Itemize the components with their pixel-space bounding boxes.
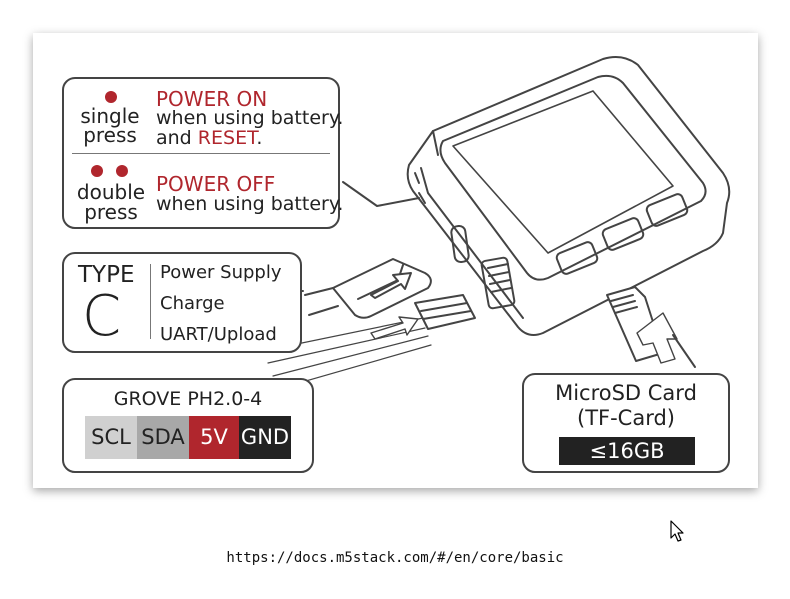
device-illustration <box>262 56 731 390</box>
single-press-label-2: press <box>83 123 137 147</box>
single-press-label-1: single <box>80 104 140 128</box>
type-c-callout: TYPE C Power Supply Charge UART/Upload <box>62 252 302 353</box>
type-c-item-uart: UART/Upload <box>160 324 277 345</box>
power-off-desc: when using battery. <box>156 193 344 215</box>
double-press-dot-2 <box>116 165 128 177</box>
pin-gnd: GND <box>239 416 291 459</box>
power-off-action: POWER OFF <box>156 172 276 196</box>
pin-scl: SCL <box>85 416 137 459</box>
microsd-title-2: (TF-Card) <box>577 406 675 430</box>
double-press-dot-1 <box>91 165 103 177</box>
grove-pin-strip: SCL SDA 5V GND <box>85 416 291 459</box>
grove-title: GROVE PH2.0-4 <box>113 388 263 410</box>
pin-5v: 5V <box>189 416 239 459</box>
type-label: TYPE <box>78 262 135 288</box>
microsd-title-1: MicroSD Card <box>555 381 697 405</box>
reset-text: RESET <box>197 127 257 149</box>
type-c-item-charge: Charge <box>160 293 225 314</box>
single-press-dot <box>105 91 117 103</box>
double-press-label-1: double <box>76 180 146 204</box>
double-press-label-2: press <box>84 200 138 224</box>
source-url: https://docs.m5stack.com/#/en/core/basic <box>226 550 564 566</box>
microsd-capacity: ≤16GB <box>559 437 695 465</box>
power-on-desc-1: when using battery. <box>156 107 344 129</box>
diagram-card: single press POWER ON when using battery… <box>33 33 758 488</box>
power-on-action: POWER ON <box>156 87 268 111</box>
pin-sda: SDA <box>137 416 189 459</box>
type-letter: C <box>82 284 122 349</box>
microsd-callout: MicroSD Card (TF-Card) ≤16GB <box>522 373 730 473</box>
power-on-desc-2: and RESET. <box>156 129 262 148</box>
power-on-desc-2-suffix: . <box>256 127 263 149</box>
type-c-item-power: Power Supply <box>160 262 282 283</box>
power-button-callout: single press POWER ON when using battery… <box>62 77 344 229</box>
callout-divider <box>72 153 330 154</box>
power-on-desc-2-prefix: and <box>156 127 198 149</box>
type-c-divider <box>150 264 151 339</box>
grove-callout: GROVE PH2.0-4 SCL SDA 5V GND <box>62 378 314 473</box>
mouse-cursor-icon <box>670 520 684 542</box>
